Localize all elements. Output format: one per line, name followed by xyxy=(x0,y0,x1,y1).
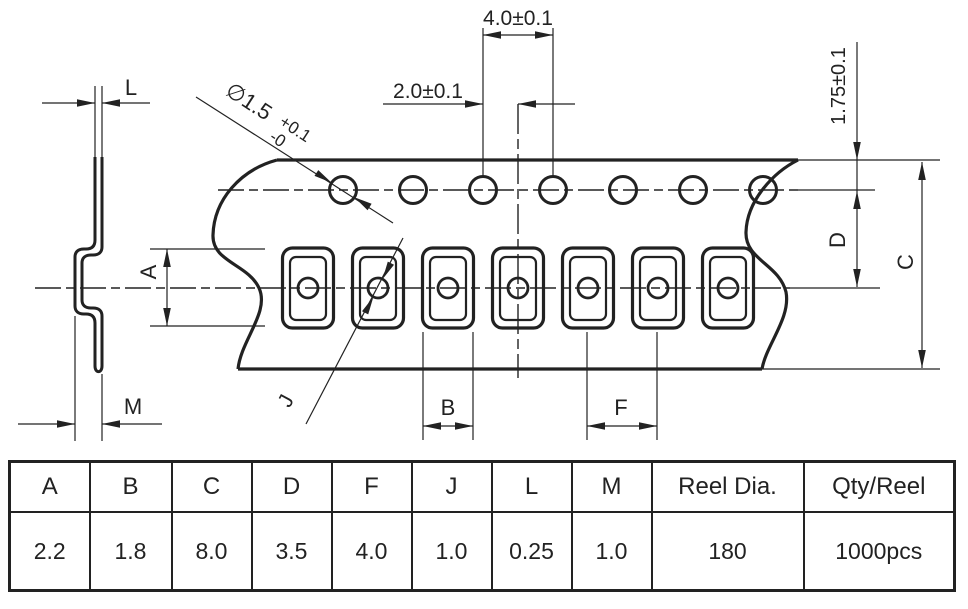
cross-section-view xyxy=(18,86,162,441)
dim-A-label: A xyxy=(136,264,161,279)
value-D: 3.5 xyxy=(250,511,333,592)
spec-table-value-row: 2.2 1.8 8.0 3.5 4.0 1.0 0.25 1.0 180 100… xyxy=(8,511,956,592)
spec-table-header-row: A B C D F J L M Reel Dia. Qty/Reel xyxy=(8,460,956,513)
dim-D-label: D xyxy=(825,232,850,248)
dimension-lines xyxy=(150,28,940,440)
dim-pitch-label: 4.0±0.1 xyxy=(483,7,553,30)
tape-outline xyxy=(211,158,799,371)
value-A: 2.2 xyxy=(8,511,91,592)
dimension-labels: 4.0±0.1 2.0±0.1 L M B F A J 1.75±0.1 D C… xyxy=(124,7,918,420)
value-J: 1.0 xyxy=(410,511,493,592)
dim-M-label: M xyxy=(124,394,142,419)
col-header-D: D xyxy=(250,460,333,513)
col-header-qty-reel: Qty/Reel xyxy=(802,460,956,513)
dim-B-label: B xyxy=(441,395,456,420)
dim-hole-to-pocket-label: 2.0±0.1 xyxy=(393,80,463,103)
tape-plan-view xyxy=(35,104,799,378)
value-C: 8.0 xyxy=(170,511,253,592)
value-B: 1.8 xyxy=(88,511,173,592)
col-header-C: C xyxy=(170,460,253,513)
col-header-A: A xyxy=(8,460,91,513)
left-break-line xyxy=(211,158,278,370)
col-header-F: F xyxy=(330,460,413,513)
tape-dimension-drawing: 4.0±0.1 2.0±0.1 L M B F A J 1.75±0.1 D C… xyxy=(18,7,940,441)
col-header-M: M xyxy=(570,460,653,513)
col-header-J: J xyxy=(410,460,493,513)
value-qty-reel: 1000pcs xyxy=(802,511,956,592)
dim-L-label: L xyxy=(125,75,137,100)
value-F: 4.0 xyxy=(330,511,413,592)
dim-C-label: C xyxy=(893,254,918,270)
cross-section-dim-lines xyxy=(18,86,162,441)
value-reel-dia: 180 xyxy=(650,511,805,592)
value-L: 0.25 xyxy=(490,511,573,592)
spec-table: A B C D F J L M Reel Dia. Qty/Reel 2.2 1… xyxy=(8,460,956,592)
dim-F-label: F xyxy=(614,395,627,420)
col-header-reel-dia: Reel Dia. xyxy=(650,460,805,513)
dim-edge-to-hole-label: 1.75±0.1 xyxy=(828,47,850,125)
hole-diameter-callout: ∅1.5 +0.1 -0 xyxy=(221,77,314,151)
col-header-B: B xyxy=(88,460,173,513)
col-header-L: L xyxy=(490,460,573,513)
tape-profile xyxy=(73,157,104,374)
right-break-line xyxy=(744,158,799,370)
center-lines xyxy=(35,104,798,378)
value-M: 1.0 xyxy=(570,511,653,592)
dimension-arrows xyxy=(57,31,926,430)
dim-J-label: J xyxy=(274,391,299,411)
